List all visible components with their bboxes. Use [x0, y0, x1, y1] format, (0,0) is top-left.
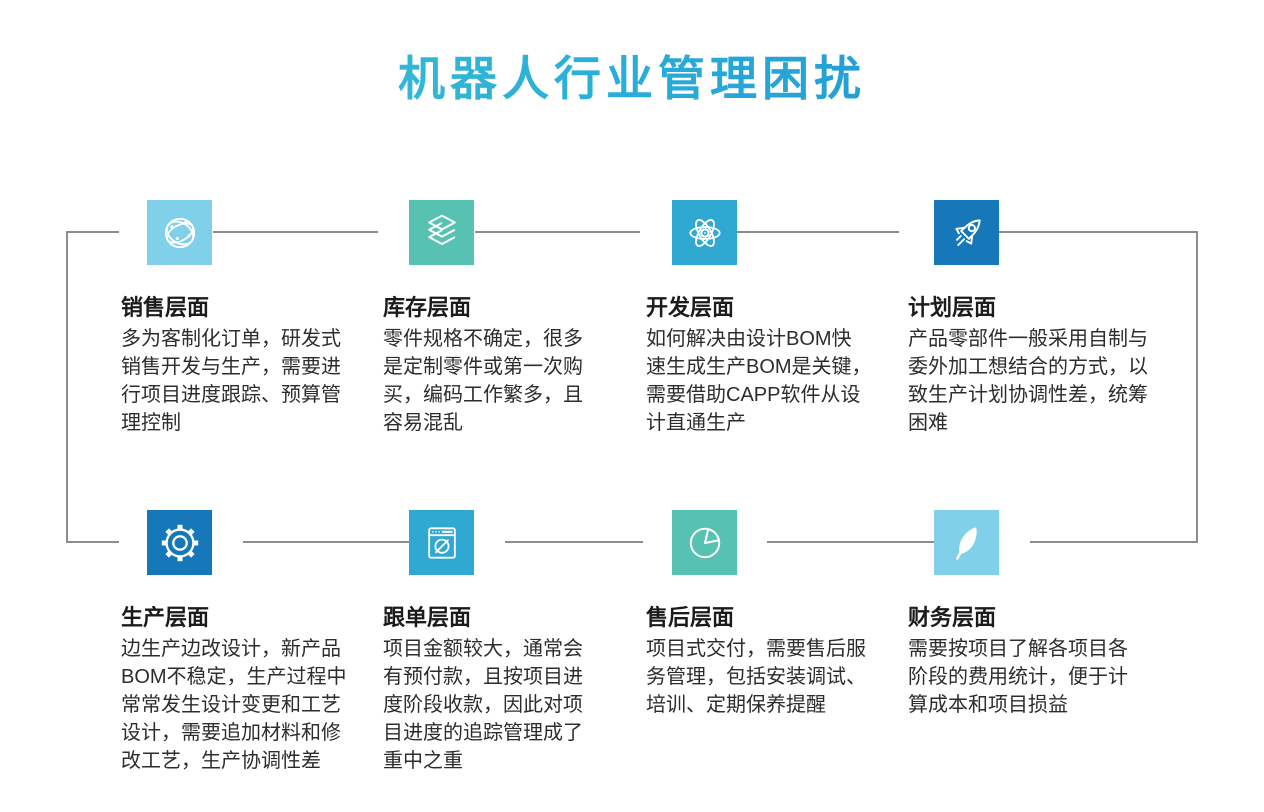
atom-icon — [672, 200, 737, 265]
connector-line — [66, 541, 119, 543]
pie-chart-icon — [672, 510, 737, 575]
connector-line — [66, 232, 68, 542]
section-planning: 计划层面 产品零部件一般采用自制与 委外加工想结合的方式，以 致生产计划协调性差… — [908, 200, 1174, 437]
connector-line — [737, 231, 899, 233]
connector-line — [767, 541, 934, 543]
section-title: 生产层面 — [121, 605, 210, 630]
section-body: 产品零部件一般采用自制与 委外加工想结合的方式，以 致生产计划协调性差，统筹 困… — [908, 328, 1148, 434]
browser-compass-icon — [409, 510, 474, 575]
connector-line — [1196, 232, 1198, 542]
section-body: 如何解决由设计BOM快 速生成生产BOM是关键， 需要借助CAPP软件从设 计直… — [646, 328, 872, 434]
section-development: 开发层面 如何解决由设计BOM快 速生成生产BOM是关键， 需要借助CAPP软件… — [646, 200, 898, 437]
section-inventory: 库存层面 零件规格不确定，很多 是定制零件或第一次购 买，编码工作繁多，且 容易… — [383, 200, 635, 437]
connector-line — [505, 541, 643, 543]
section-title: 售后层面 — [646, 605, 735, 630]
section-title: 计划层面 — [908, 295, 997, 320]
section-title: 跟单层面 — [383, 605, 472, 630]
section-body: 项目金额较大，通常会 有预付款，且按项目进 度阶段收款，因此对项 目进度的追踪管… — [383, 638, 583, 772]
section-body: 零件规格不确定，很多 是定制零件或第一次购 买，编码工作繁多，且 容易混乱 — [383, 328, 583, 434]
feather-icon — [934, 510, 999, 575]
globe-network-icon — [147, 200, 212, 265]
section-sales: 销售层面 多为客制化订单，研发式 销售开发与生产，需要进 行项目进度跟踪、预算管… — [121, 200, 373, 437]
connector-line — [243, 541, 409, 543]
connector-line — [475, 231, 640, 233]
section-title: 开发层面 — [646, 295, 735, 320]
section-production: 生产层面 边生产边改设计，新产品 BOM不稳定，生产过程中 常常发生设计变更和工… — [121, 510, 373, 775]
section-body: 项目式交付，需要售后服 务管理，包括安装调试、 培训、定期保养提醒 — [646, 638, 866, 716]
connector-line — [213, 231, 378, 233]
section-title: 财务层面 — [908, 605, 997, 630]
section-body: 边生产边改设计，新产品 BOM不稳定，生产过程中 常常发生设计变更和工艺 设计，… — [121, 638, 347, 772]
rocket-icon — [934, 200, 999, 265]
section-finance: 财务层面 需要按项目了解各项目各 阶段的费用统计，便于计 算成本和项目损益 — [908, 510, 1174, 719]
section-body: 需要按项目了解各项目各 阶段的费用统计，便于计 算成本和项目损益 — [908, 638, 1128, 716]
connector-line — [66, 231, 119, 233]
section-title: 库存层面 — [383, 295, 472, 320]
section-body: 多为客制化订单，研发式 销售开发与生产，需要进 行项目进度跟踪、预算管 理控制 — [121, 328, 341, 434]
connector-line — [1030, 541, 1198, 543]
section-title: 销售层面 — [121, 295, 210, 320]
section-after-sales: 售后层面 项目式交付，需要售后服 务管理，包括安装调试、 培训、定期保养提醒 — [646, 510, 898, 719]
gear-icon — [147, 510, 212, 575]
section-order-tracking: 跟单层面 项目金额较大，通常会 有预付款，且按项目进 度阶段收款，因此对项 目进… — [383, 510, 635, 775]
connector-line — [999, 231, 1198, 233]
page-title: 机器人行业管理困扰 — [0, 40, 1264, 109]
layers-icon — [409, 200, 474, 265]
